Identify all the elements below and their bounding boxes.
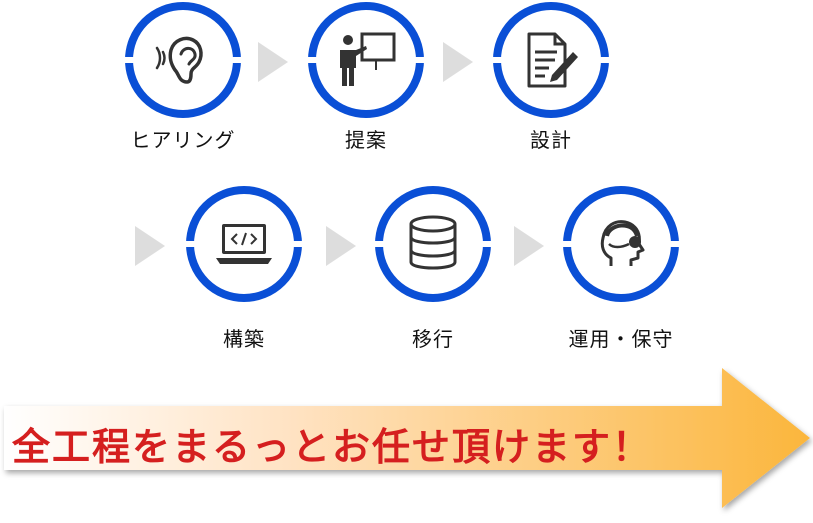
laptop-code-icon [216,224,272,264]
chevron-right-icon [514,226,544,266]
ear-icon [155,36,203,84]
slogan-text: 全工程をまるっとお任せ頂けます！ [12,425,653,469]
step-hearing [123,0,243,120]
chevron-right-icon [326,226,356,266]
presenter-icon [340,32,396,86]
chevron-right-icon [443,42,473,82]
database-icon [409,215,457,270]
step-label-operation: 運用・保守 [568,327,674,351]
document-pen-icon [527,32,578,88]
ring [184,186,304,302]
step-label-proposal: 提案 [345,128,387,152]
ring [123,2,243,118]
step-design [491,0,611,120]
step-operation [561,184,681,304]
step-label-hearing: ヒアリング [130,128,236,152]
step-build [184,184,304,304]
chevron-right-icon [135,226,165,266]
step-proposal [306,0,426,120]
ring [306,2,426,118]
headset-support-icon [600,220,645,266]
chevron-right-icon [258,42,288,82]
banner-arrow [4,368,810,508]
step-label-migration: 移行 [412,327,454,351]
step-label-design: 設計 [530,128,572,152]
step-label-build: 構築 [223,327,265,351]
ring [491,2,611,118]
ring [561,186,681,302]
step-migration [373,184,493,304]
ring [373,186,493,302]
